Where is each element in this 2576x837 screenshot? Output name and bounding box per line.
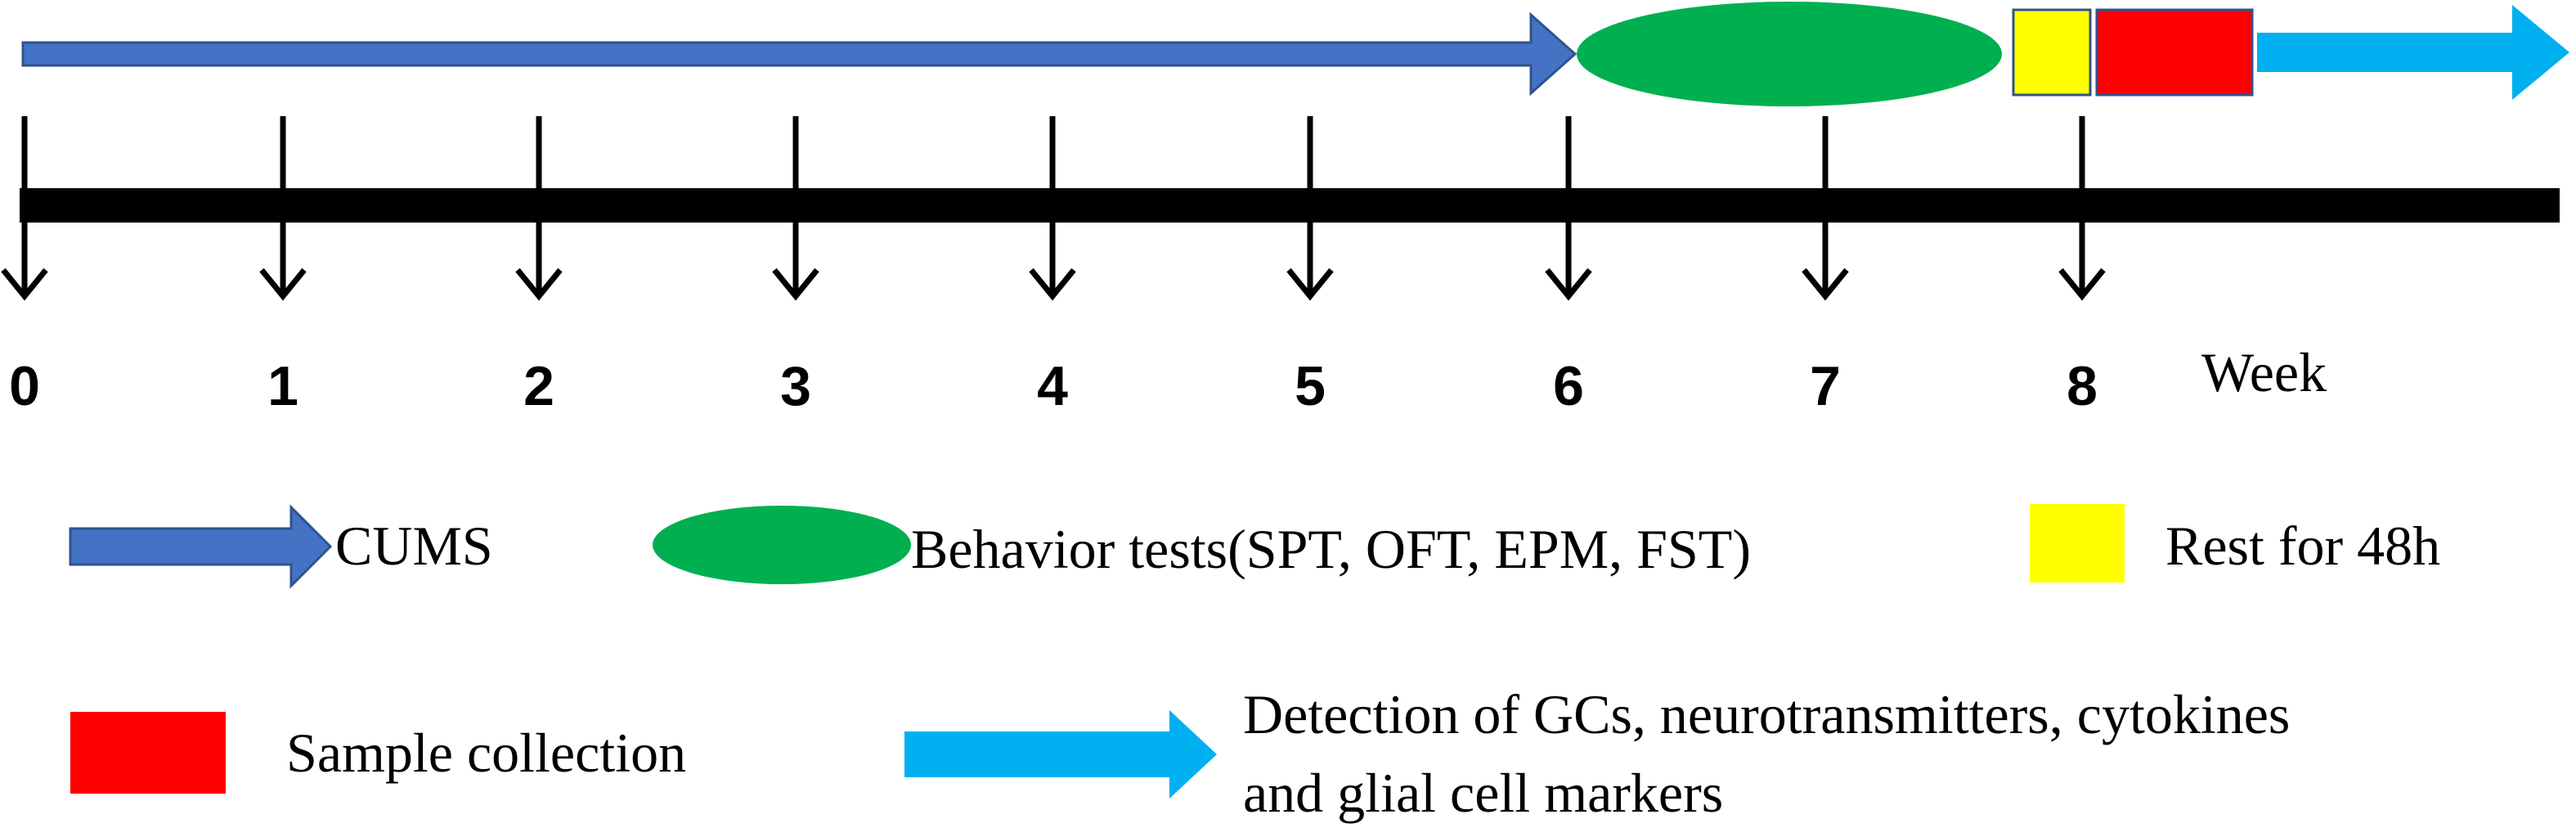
legend-sample-label: Sample collection — [286, 722, 686, 784]
tick-label-1: 1 — [267, 355, 298, 417]
tick-arrow-head — [1286, 268, 1334, 301]
cums-phase-arrow — [21, 11, 1577, 97]
tick-arrow-head — [1, 268, 48, 301]
behavior-tests-phase — [1577, 2, 2002, 106]
legend-sample-box — [70, 712, 226, 794]
tick-label-8: 8 — [2067, 355, 2098, 417]
week-unit-label: Week — [2201, 341, 2327, 403]
legend-cums-label: CUMS — [335, 515, 493, 577]
tick-label-3: 3 — [780, 355, 811, 417]
detection-phase-arrow — [2257, 5, 2569, 100]
legend-behavior-label: Behavior tests(SPT, OFT, EPM, FST) — [911, 518, 1751, 580]
tick-arrow-head — [1545, 268, 1592, 301]
tick-labels: 0 1 2 3 4 5 6 7 8 — [9, 355, 2098, 417]
legend-rest-label: Rest for 48h — [2165, 515, 2440, 577]
tick-label-2: 2 — [523, 355, 554, 417]
legend-cums-arrow — [69, 504, 333, 589]
tick-arrow-head — [1802, 268, 1849, 301]
tick-label-6: 6 — [1553, 355, 1584, 417]
legend-rest-box — [2030, 504, 2125, 583]
sample-collection-phase-box — [2095, 8, 2254, 97]
legend-behavior-ellipse — [653, 506, 911, 584]
legend-detection-label-line1: Detection of GCs, neurotransmitters, cyt… — [1243, 683, 2290, 745]
tick-arrow-head — [1029, 268, 1076, 301]
tick-label-5: 5 — [1295, 355, 1326, 417]
time-axis-bar — [20, 188, 2560, 223]
tick-label-7: 7 — [1810, 355, 1841, 417]
tick-label-0: 0 — [9, 355, 40, 417]
tick-arrow-head — [259, 268, 307, 301]
tick-arrows — [1, 116, 2106, 301]
tick-arrow-head — [515, 268, 563, 301]
tick-arrow-head — [2058, 268, 2106, 301]
tick-arrow-head — [772, 268, 819, 301]
rest-phase-box — [2012, 8, 2092, 97]
legend-detection-label-line2: and glial cell markers — [1243, 762, 1723, 824]
legend-detection-arrow — [904, 710, 1217, 799]
tick-label-4: 4 — [1037, 355, 1068, 417]
